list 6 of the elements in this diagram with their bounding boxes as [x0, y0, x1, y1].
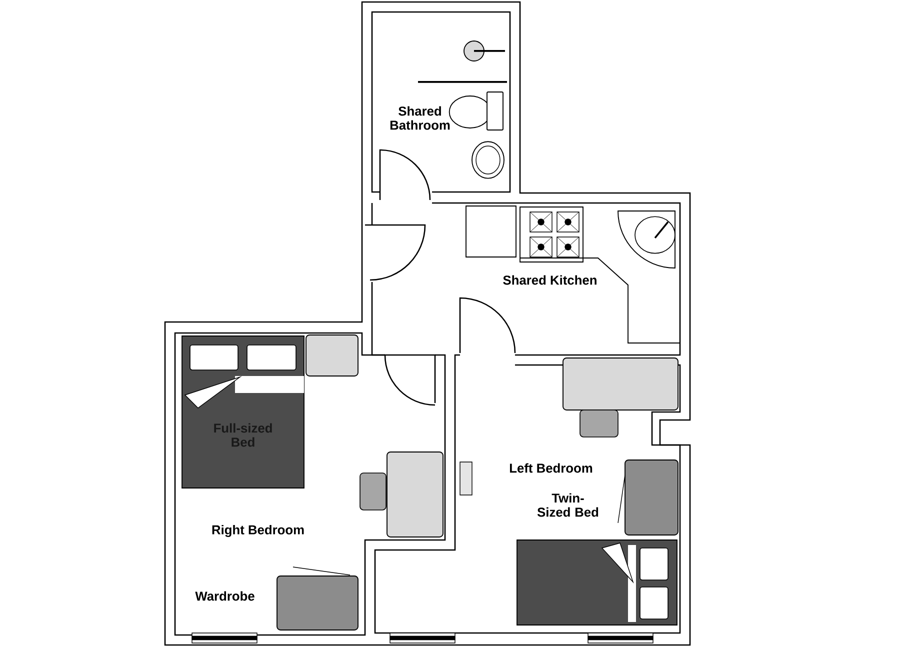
room-label: Shared Bathroom: [390, 106, 450, 130]
room-label: Right Bedroom: [212, 524, 304, 538]
room-label: Shared Kitchen: [503, 275, 596, 285]
furniture-label: Wardrobe: [195, 591, 254, 601]
room-label: Left Bedroom: [510, 463, 592, 473]
furniture-label: Twin-Sized Bed: [537, 493, 598, 517]
